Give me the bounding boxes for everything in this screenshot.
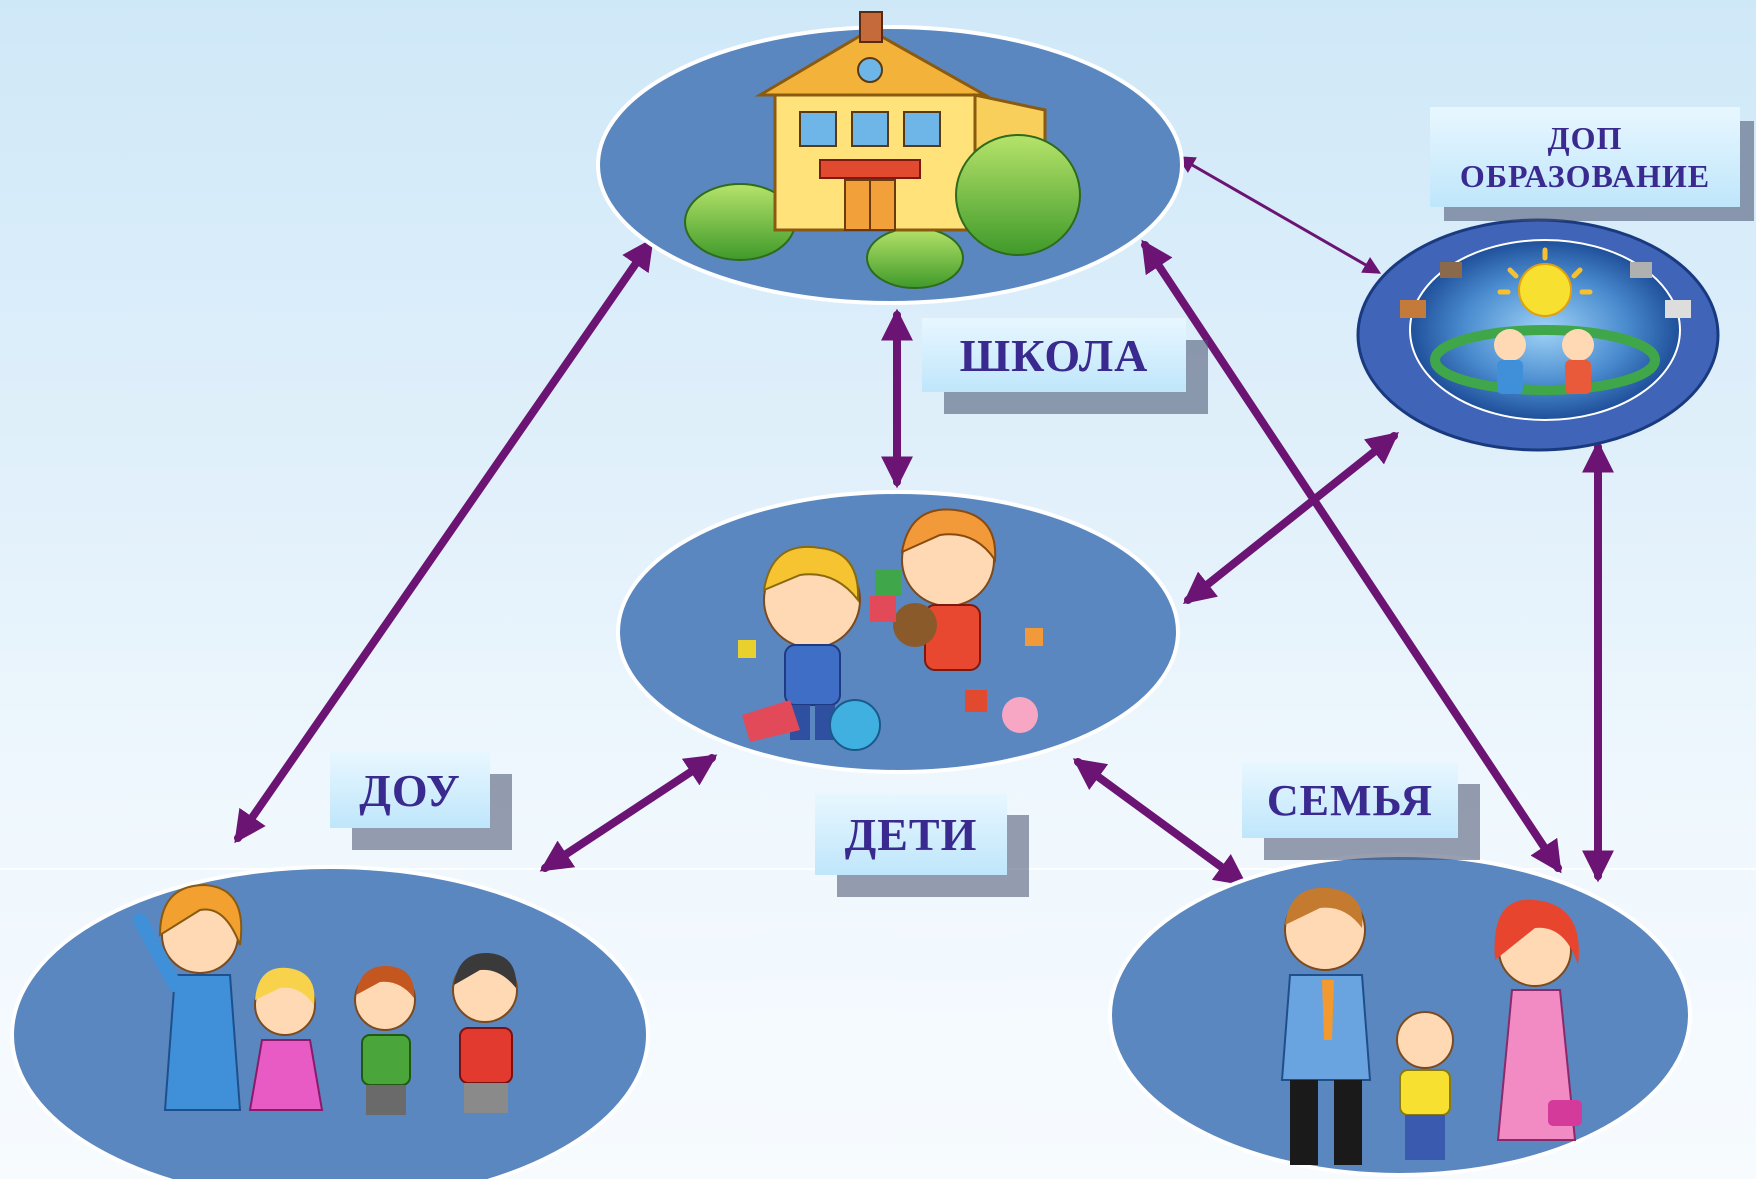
extra-education-globe-icon [1400,239,1691,421]
arrow-children-dou [539,754,718,872]
children-node [616,490,1180,774]
school-building-icon [684,11,1081,289]
school-node [596,11,1184,305]
family-label: СЕМЬЯ [1242,762,1458,838]
dou-label: ДОУ [330,752,490,828]
family-icon [1280,887,1582,1165]
dou-node [10,865,650,1179]
arrow-children-family [1072,758,1248,886]
dop-education-node [1356,218,1720,452]
teacher-with-kids-icon [133,883,518,1115]
arrow-school-dop [1176,156,1382,274]
arrow-children-dop [1182,432,1400,604]
dop-label-line2: ОБРАЗОВАНИЕ [1459,158,1711,194]
dop-label-line1: ДОП [1547,120,1623,156]
family-node [1108,853,1692,1177]
school-label: ШКОЛА [922,318,1186,392]
children-label: ДЕТИ [815,793,1007,875]
dop-education-label: ДОП ОБРАЗОВАНИЕ [1430,107,1740,207]
children-playing-icon [738,508,1043,751]
arrow-school-dou [234,237,654,844]
connection-arrows [234,156,1614,886]
